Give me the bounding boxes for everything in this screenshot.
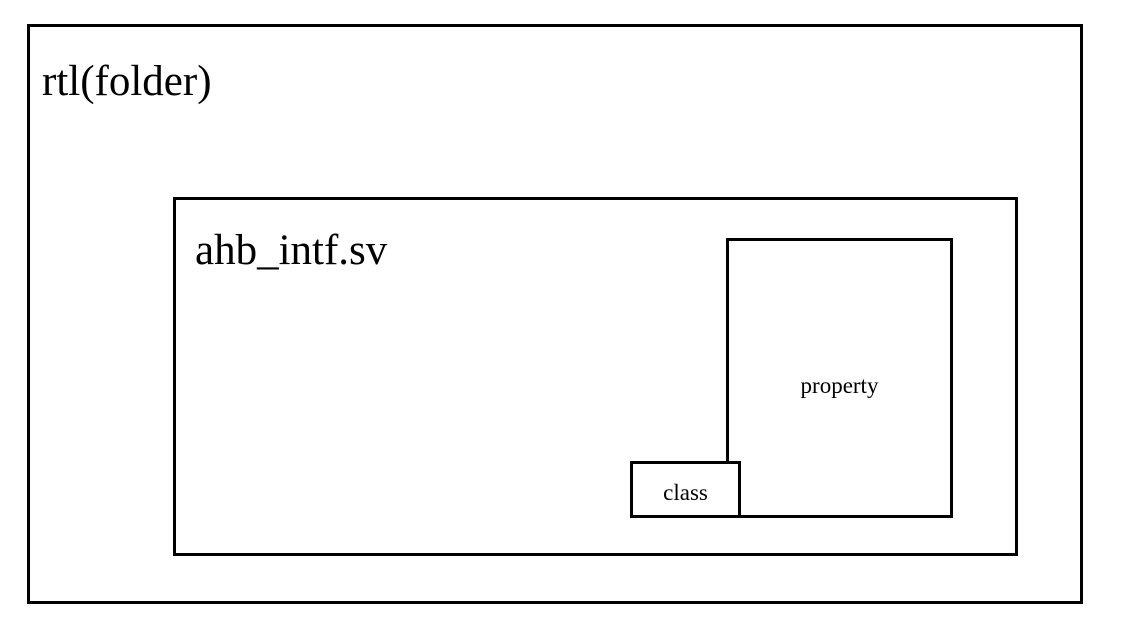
- class-box: class: [630, 461, 741, 518]
- folder-box-rtl: rtl(folder) ahb_intf.sv property class: [27, 24, 1083, 604]
- property-box-label: property: [800, 373, 879, 398]
- property-box: property: [726, 238, 953, 518]
- folder-box-label: rtl(folder): [42, 58, 212, 105]
- file-box-ahb-intf-sv: ahb_intf.sv property class: [173, 197, 1018, 556]
- class-box-label: class: [663, 480, 708, 505]
- file-box-label: ahb_intf.sv: [195, 227, 388, 274]
